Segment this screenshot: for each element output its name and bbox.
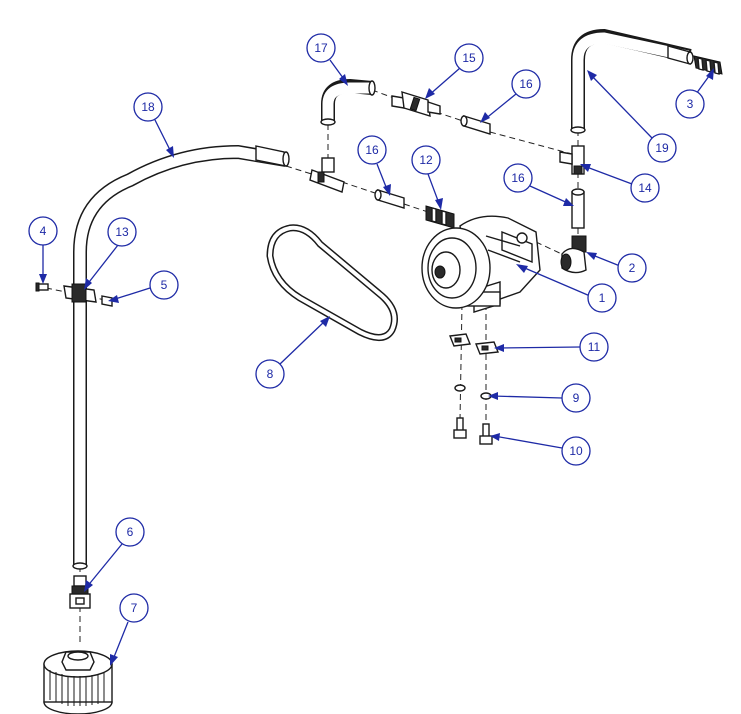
hose-19 <box>570 28 694 134</box>
svg-text:16: 16 <box>511 171 525 185</box>
check-valve-15 <box>391 91 441 117</box>
assembly-lines <box>45 89 579 646</box>
svg-text:13: 13 <box>115 225 129 239</box>
svg-text:6: 6 <box>127 525 134 539</box>
svg-text:16: 16 <box>519 77 533 91</box>
tee-fitting-14 <box>559 145 585 175</box>
callout-8: 8 <box>255 316 330 389</box>
callout-9: 9 <box>488 383 591 413</box>
svg-text:15: 15 <box>462 51 476 65</box>
svg-text:11: 11 <box>588 340 601 354</box>
svg-text:4: 4 <box>40 224 47 238</box>
callout-10: 10 <box>490 433 591 466</box>
callout-18: 18 <box>133 92 174 158</box>
callout-17: 17 <box>306 33 348 86</box>
callout-14: 14 <box>580 164 660 203</box>
callout-2: 2 <box>586 252 647 283</box>
callout-16-mid: 16 <box>357 135 391 196</box>
short-hose-16-mid <box>374 189 405 209</box>
tee-fitting-left <box>309 157 345 193</box>
nut-5 <box>101 295 113 307</box>
svg-text:18: 18 <box>141 100 155 114</box>
clamp-13 <box>63 283 97 303</box>
svg-text:1: 1 <box>599 291 606 305</box>
belt-8 <box>266 224 398 341</box>
fitting-12 <box>425 205 455 229</box>
mount-block-11 <box>475 341 499 355</box>
callout-5: 5 <box>108 270 179 303</box>
svg-text:3: 3 <box>687 97 694 111</box>
barb-fitting-3 <box>693 55 723 75</box>
hose-18 <box>72 144 290 570</box>
filter-7 <box>43 650 113 714</box>
svg-text:7: 7 <box>131 601 138 615</box>
callout-16-top: 16 <box>480 69 541 123</box>
elbow-fitting-2 <box>560 235 587 274</box>
callout-19: 19 <box>587 70 677 163</box>
svg-text:19: 19 <box>655 141 669 155</box>
callout-15: 15 <box>425 43 484 99</box>
hose-17 <box>320 78 376 126</box>
svg-text:9: 9 <box>573 391 580 405</box>
svg-text:17: 17 <box>314 41 328 55</box>
callout-12: 12 <box>411 145 443 210</box>
washer-left <box>454 384 466 392</box>
callout-1: 1 <box>516 264 617 313</box>
mount-block-left <box>449 333 471 347</box>
callouts: 1 2 3 4 5 6 <box>28 33 714 666</box>
short-hose-16-right <box>571 188 585 229</box>
callout-13: 13 <box>84 217 137 290</box>
screw-4 <box>35 282 49 292</box>
callout-6: 6 <box>84 517 145 592</box>
callout-11: 11 <box>494 332 609 362</box>
callout-3: 3 <box>675 68 714 119</box>
bolt-10 <box>479 423 493 445</box>
pump-1 <box>421 215 541 313</box>
svg-text:12: 12 <box>419 153 433 167</box>
svg-text:5: 5 <box>161 278 168 292</box>
svg-text:16: 16 <box>365 143 379 157</box>
svg-text:8: 8 <box>267 367 274 381</box>
svg-text:14: 14 <box>638 181 652 195</box>
svg-text:2: 2 <box>629 261 636 275</box>
fitting-6 <box>69 575 91 609</box>
bolt-left <box>453 417 467 439</box>
callout-16-right: 16 <box>503 163 574 206</box>
callout-7: 7 <box>110 593 149 666</box>
svg-text:10: 10 <box>569 444 583 458</box>
callout-4: 4 <box>28 216 58 284</box>
